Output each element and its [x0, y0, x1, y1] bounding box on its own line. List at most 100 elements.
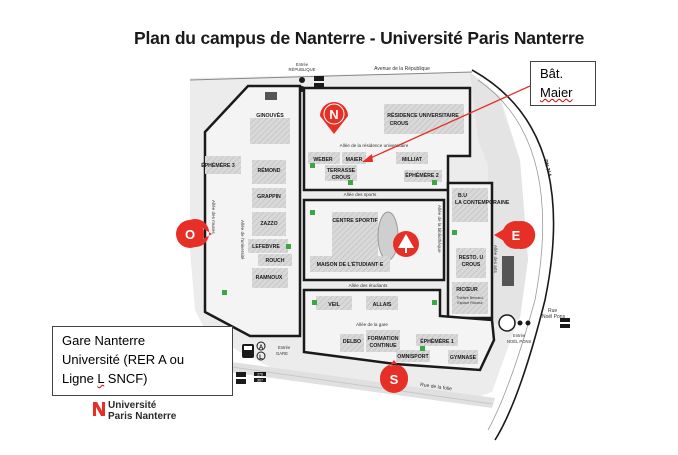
tree-marker: [393, 231, 419, 257]
access-marker: [222, 290, 227, 295]
marker-e: E: [494, 221, 536, 249]
maier-callout-line1: Bât.: [540, 66, 564, 81]
building-delbo: [340, 334, 364, 352]
gare-callout-line2: Université (RER A ou: [62, 352, 185, 367]
access-marker: [348, 180, 353, 185]
building-centre-sportif: [332, 212, 378, 258]
label-bu-1: B.U: [458, 193, 467, 199]
access-marker: [432, 180, 437, 185]
building-weber: [308, 152, 340, 164]
access-marker: [432, 300, 437, 305]
university-logo-icon: [93, 402, 105, 416]
gare-callout-line3-post: SNCF): [104, 371, 148, 386]
marker-s: S: [380, 360, 408, 393]
street-rue-folie: Rue de la folie: [420, 382, 453, 392]
gare-callout-line3-pre: Ligne: [62, 371, 98, 386]
label-ephemere1: ÉPHÉMÈRE 1: [420, 337, 454, 345]
building-lefebvre: [248, 239, 288, 253]
entrance-gare-entree: Entrée: [278, 345, 291, 350]
bus-badge-276: 276: [257, 373, 263, 377]
label-milliat: MILLIAT: [402, 157, 423, 163]
label-formation-2: CONTINUE: [369, 343, 397, 349]
building-resto-u: [456, 248, 486, 278]
marker-n-label: N: [329, 107, 338, 122]
label-ramnoux: RAMNOUX: [256, 275, 283, 281]
label-centre-sportif: CENTRE SPORTIF: [332, 218, 377, 224]
entrance-republique-icon: [299, 76, 324, 92]
label-rouch: ROUCH: [265, 258, 284, 264]
label-formation-1: FORMATION: [367, 336, 398, 342]
alley-sports: Allée des sports: [344, 192, 377, 197]
maier-arrow-head: [362, 154, 373, 162]
rn-road-inner: [477, 79, 544, 431]
sncf-line-badge: L: [259, 355, 263, 361]
alley-arts: Allée des arts: [493, 245, 498, 274]
access-marker: [286, 244, 291, 249]
label-resto-2: CROUS: [462, 262, 481, 268]
label-delbo: DELBO: [343, 339, 361, 345]
building-zazzo: [252, 212, 286, 236]
label-veil: VEIL: [328, 302, 340, 308]
map-title: Plan du campus de Nanterre - Université …: [134, 28, 585, 48]
building-ephemere3: [205, 156, 241, 174]
university-logo-text: Université Paris Nanterre: [108, 400, 176, 422]
building-ephemere1: [416, 334, 458, 346]
label-ricoeur: RICŒUR: [456, 287, 478, 293]
street-noel-pons-1: Rue: [548, 308, 557, 314]
building-gymnase: [448, 350, 478, 364]
label-ephemere2: ÉPHÉMÈRE 2: [405, 171, 439, 179]
access-marker: [312, 300, 317, 305]
label-ephemere3: ÉPHÉMÈRE 3: [201, 161, 235, 169]
access-marker: [310, 163, 315, 168]
building-formation-continue: [366, 330, 400, 352]
maier-arrow-line: [365, 85, 531, 161]
logo-line2: Paris Nanterre: [108, 411, 177, 422]
marker-o: O: [176, 219, 212, 248]
rn-road: [471, 69, 555, 441]
gare-callout: Gare Nanterre Université (RER A ou Ligne…: [52, 326, 233, 396]
rer-line-badge: A: [259, 345, 264, 351]
gare-callout-line1: Gare Nanterre: [62, 333, 146, 348]
label-remond: RÉMOND: [257, 166, 280, 174]
label-allais: ALLAIS: [373, 302, 392, 308]
building-maier: [342, 152, 366, 164]
stadium-track: [377, 211, 399, 261]
building-veil: [316, 296, 352, 310]
street-republique: Avenue de la République: [374, 66, 430, 72]
entrance-noel-pons-entree: Entrée: [513, 333, 526, 338]
alley-muses: Allée des muses: [211, 200, 216, 234]
label-grappin: GRAPPIN: [257, 194, 281, 200]
label-omnisport: OMNISPORT: [397, 354, 429, 360]
gare-train-icon: A L: [242, 341, 266, 361]
marker-o-label: O: [185, 227, 195, 242]
building-milliat: [396, 152, 428, 164]
label-theatre-2: Espace Ricoeur: [457, 301, 483, 305]
building-ephemere2: [404, 170, 442, 182]
building-ricoeur: [452, 282, 488, 314]
label-bu-2: LA CONTEMPORAINE: [455, 200, 510, 206]
label-residence-2: CROUS: [390, 121, 409, 127]
building-rouch: [258, 254, 292, 266]
building-omnisport: [396, 350, 430, 362]
alley-etudiants: Allée des étudiants: [349, 283, 389, 288]
dark-block-nw: [265, 92, 277, 100]
label-terrasse-2: CROUS: [332, 175, 351, 181]
gare-callout-line3: Ligne L SNCF): [62, 369, 232, 388]
label-ginouves: GINOUVÈS: [256, 111, 284, 119]
alley-gare: Allée de la gare: [356, 322, 388, 327]
building-ginouves: [250, 118, 290, 144]
marker-n: N: [320, 102, 348, 134]
maier-callout-line2: Maier: [540, 85, 573, 100]
label-lefebvre: LEFEBVRE: [252, 244, 280, 250]
gare-bus-badges: 276 367: [236, 372, 266, 384]
alley-universite: Allée de l'université: [240, 220, 245, 260]
label-gymnase: GYMNASE: [450, 355, 477, 361]
access-marker: [310, 210, 315, 215]
label-maison-etudiant: MAISON DE L'ÉTUDIANT·E: [317, 260, 384, 268]
street-rn: RN 314: [542, 159, 552, 177]
gare-callout-line3-l: L: [97, 371, 105, 386]
marker-s-label: S: [390, 372, 399, 387]
access-marker: [452, 230, 457, 235]
building-residence: [384, 104, 464, 134]
building-maison-etudiant: [310, 256, 390, 272]
